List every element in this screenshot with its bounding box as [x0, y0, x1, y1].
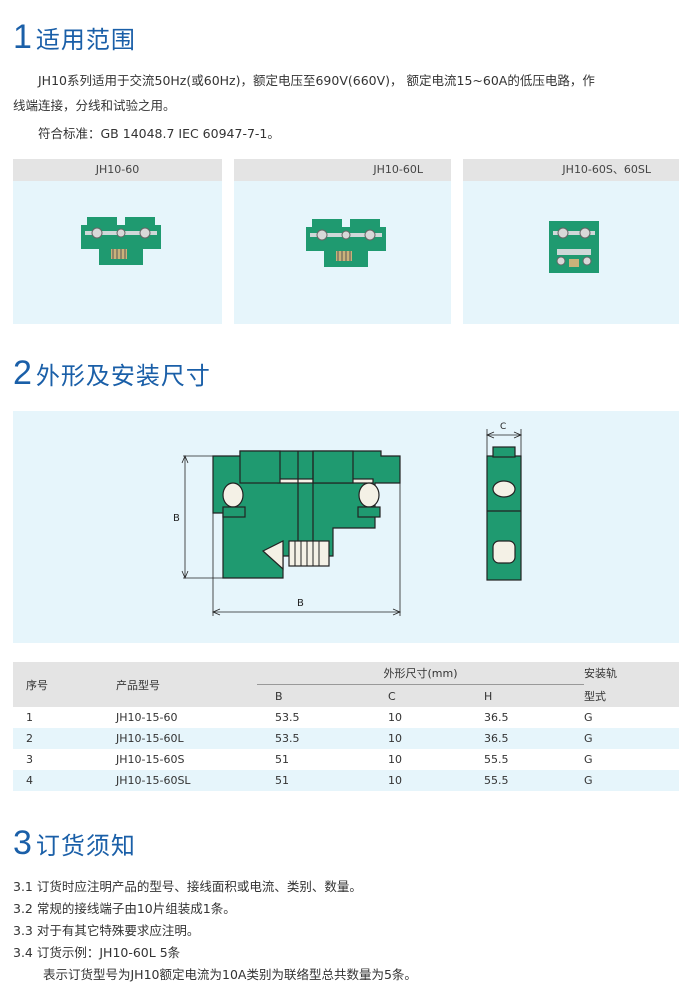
- product-card-jh10-60l: JH10-60L: [234, 159, 451, 324]
- cell-model: JH10-15-60: [116, 711, 178, 724]
- dimension-b-horizontal: [211, 483, 402, 616]
- section-2-heading: 2 外形及安装尺寸: [13, 356, 211, 391]
- dimension-b-horizontal-label: B: [297, 598, 304, 609]
- cell-model: JH10-15-60SL: [116, 774, 191, 787]
- scope-paragraph-line1: JH10系列适用于交流50Hz(或60Hz)，额定电压至690V(660V)， …: [38, 73, 595, 88]
- section-3-number: 3: [13, 824, 32, 862]
- section-2-title: 外形及安装尺寸: [35, 362, 211, 390]
- section-1-number: 1: [13, 18, 32, 56]
- table-row: 3 JH10-15-60S 51 10 55.5 G: [13, 749, 679, 770]
- header-model: 产品型号: [116, 678, 160, 692]
- section-1-title: 适用范围: [35, 26, 136, 54]
- header-index: 序号: [26, 678, 48, 692]
- cell-model: JH10-15-60L: [116, 732, 184, 745]
- section-3-heading: 3 订货须知: [13, 826, 136, 861]
- dimension-c-label: C: [500, 422, 506, 432]
- cell-c: 10: [388, 774, 402, 787]
- cell-rail: G: [584, 753, 593, 766]
- table-row: 4 JH10-15-60SL 51 10 55.5 G: [13, 770, 679, 791]
- header-b: B: [275, 689, 283, 703]
- cell-h: 36.5: [484, 732, 509, 745]
- header-dimensions: 外形尺寸(mm): [257, 662, 584, 685]
- list-item: 3.4 订货示例：JH10-60L 5条: [13, 945, 181, 960]
- list-item: 3.3 对于有其它特殊要求应注明。: [13, 923, 200, 938]
- dimension-c: [485, 429, 523, 456]
- terminal-block-photo: [81, 217, 161, 265]
- dimension-b-vertical: [181, 454, 223, 580]
- terminal-block-photo: [549, 221, 599, 273]
- scope-paragraph-line2: 线端连接，分线和试验之用。: [13, 98, 176, 113]
- product-label: JH10-60: [13, 159, 222, 181]
- cell-b: 53.5: [275, 711, 300, 724]
- section-2-number: 2: [13, 354, 32, 392]
- list-item: 3.2 常规的接线端子由10片组装成1条。: [13, 901, 236, 916]
- header-rail-1: 安装轨: [584, 667, 617, 681]
- header-rail-2: 型式: [584, 689, 606, 703]
- table-row: 2 JH10-15-60L 53.5 10 36.5 G: [13, 728, 679, 749]
- product-label: JH10-60S、60SL: [463, 159, 679, 181]
- terminal-block-photo: [306, 219, 386, 267]
- cell-index: 3: [26, 753, 33, 766]
- cell-b: 53.5: [275, 732, 300, 745]
- cell-h: 36.5: [484, 711, 509, 724]
- dimension-drawing: B B C: [13, 411, 679, 643]
- header-h: H: [484, 689, 493, 703]
- cell-b: 51: [275, 774, 289, 787]
- cell-rail: G: [584, 774, 593, 787]
- section-1-heading: 1 适用范围: [13, 20, 136, 55]
- cell-c: 10: [388, 732, 402, 745]
- cell-c: 10: [388, 753, 402, 766]
- cell-h: 55.5: [484, 753, 509, 766]
- list-item: 3.1 订货时应注明产品的型号、接线面积或电流、类别、数量。: [13, 879, 362, 894]
- product-card-jh10-60: JH10-60: [13, 159, 222, 324]
- header-c: C: [388, 689, 396, 703]
- cell-h: 55.5: [484, 774, 509, 787]
- cell-model: JH10-15-60S: [116, 753, 185, 766]
- table-row: 1 JH10-15-60 53.5 10 36.5 G: [13, 707, 679, 728]
- order-example-note: 表示订货型号为JH10额定电流为10A类别为联络型总共数量为5条。: [43, 967, 417, 982]
- cell-rail: G: [584, 711, 593, 724]
- front-view: [212, 450, 401, 579]
- cell-index: 1: [26, 711, 33, 724]
- standards-text: 符合标准：GB 14048.7 IEC 60947-7-1。: [38, 126, 280, 141]
- section-3-title: 订货须知: [35, 832, 136, 860]
- ordering-notes: 3.1 订货时应注明产品的型号、接线面积或电流、类别、数量。 3.2 常规的接线…: [13, 876, 417, 986]
- side-view: [486, 446, 522, 581]
- cell-rail: G: [584, 732, 593, 745]
- product-card-jh10-60s: JH10-60S、60SL: [463, 159, 679, 324]
- spec-table: 序号 产品型号 外形尺寸(mm) 安装轨 B C H 型式 1 JH10-15-…: [13, 662, 679, 791]
- cell-b: 51: [275, 753, 289, 766]
- dimension-drawing-svg: B B C: [173, 422, 523, 616]
- cell-c: 10: [388, 711, 402, 724]
- cell-index: 4: [26, 774, 33, 787]
- cell-index: 2: [26, 732, 33, 745]
- product-label: JH10-60L: [234, 159, 451, 181]
- dimension-b-vertical-label: B: [173, 513, 180, 524]
